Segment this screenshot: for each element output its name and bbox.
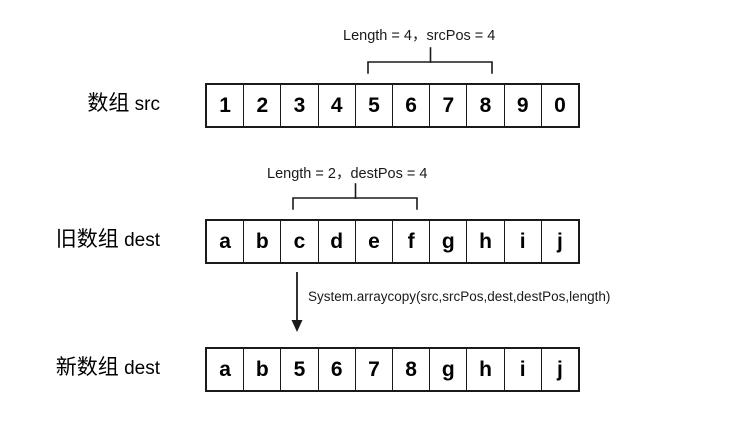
- array-cell: j: [557, 230, 563, 253]
- array-cell: 4: [319, 85, 356, 126]
- array-dest-old: a b c d e f g h i j: [205, 219, 580, 264]
- row-label-src: 数组 src: [0, 93, 160, 114]
- row-label-dest-new-cjk: 新数组: [55, 356, 119, 379]
- array-cell: d: [319, 221, 356, 262]
- row-label-dest-new-latin: dest: [118, 358, 160, 379]
- arraycopy-arrow: [291, 272, 303, 332]
- array-cell: 9: [505, 85, 542, 126]
- src-range-brace: [367, 47, 493, 74]
- array-cell: 7: [430, 85, 468, 126]
- array-cell: g: [430, 349, 468, 390]
- array-cell: 3: [281, 85, 319, 126]
- array-cell: 8: [467, 85, 505, 126]
- array-cell: f: [393, 221, 431, 262]
- array-cell: 8: [393, 349, 431, 390]
- array-cell: c: [281, 221, 319, 262]
- array-cell: b: [244, 221, 282, 262]
- array-cell: a: [207, 349, 245, 390]
- array-dest-new: a b 5 6 7 8 g h i j: [205, 347, 580, 392]
- arraycopy-call-caption: System.arraycopy(src,srcPos,dest,destPos…: [308, 289, 611, 304]
- dest-range-annotation: Length = 2，destPos = 4: [267, 166, 428, 182]
- row-label-src-latin: src: [129, 94, 160, 115]
- array-cell: 7: [356, 349, 394, 390]
- array-cell: 2: [244, 85, 282, 126]
- row-label-dest-old-cjk: 旧数组: [55, 228, 119, 251]
- row-label-dest-old: 旧数组 dest: [0, 229, 160, 250]
- array-cell: 5: [356, 85, 394, 126]
- dest-range-brace: [292, 183, 418, 210]
- row-label-dest-new: 新数组 dest: [0, 357, 160, 378]
- array-cell: 6: [393, 85, 431, 126]
- array-cell: j: [557, 358, 563, 381]
- array-cell: 0: [554, 94, 566, 117]
- array-cell: 1: [207, 85, 245, 126]
- array-cell: h: [467, 349, 505, 390]
- array-cell: h: [467, 221, 505, 262]
- array-cell: g: [430, 221, 468, 262]
- row-label-src-cjk: 数组: [87, 92, 130, 115]
- array-cell: 6: [319, 349, 356, 390]
- array-cell: 5: [281, 349, 319, 390]
- row-label-dest-old-latin: dest: [118, 230, 160, 251]
- array-src: 1 2 3 4 5 6 7 8 9 0: [205, 83, 580, 128]
- array-cell: a: [207, 221, 245, 262]
- array-cell: b: [244, 349, 282, 390]
- array-cell: i: [505, 221, 542, 262]
- array-cell: e: [356, 221, 394, 262]
- src-range-annotation: Length = 4，srcPos = 4: [343, 28, 496, 44]
- array-cell: i: [505, 349, 542, 390]
